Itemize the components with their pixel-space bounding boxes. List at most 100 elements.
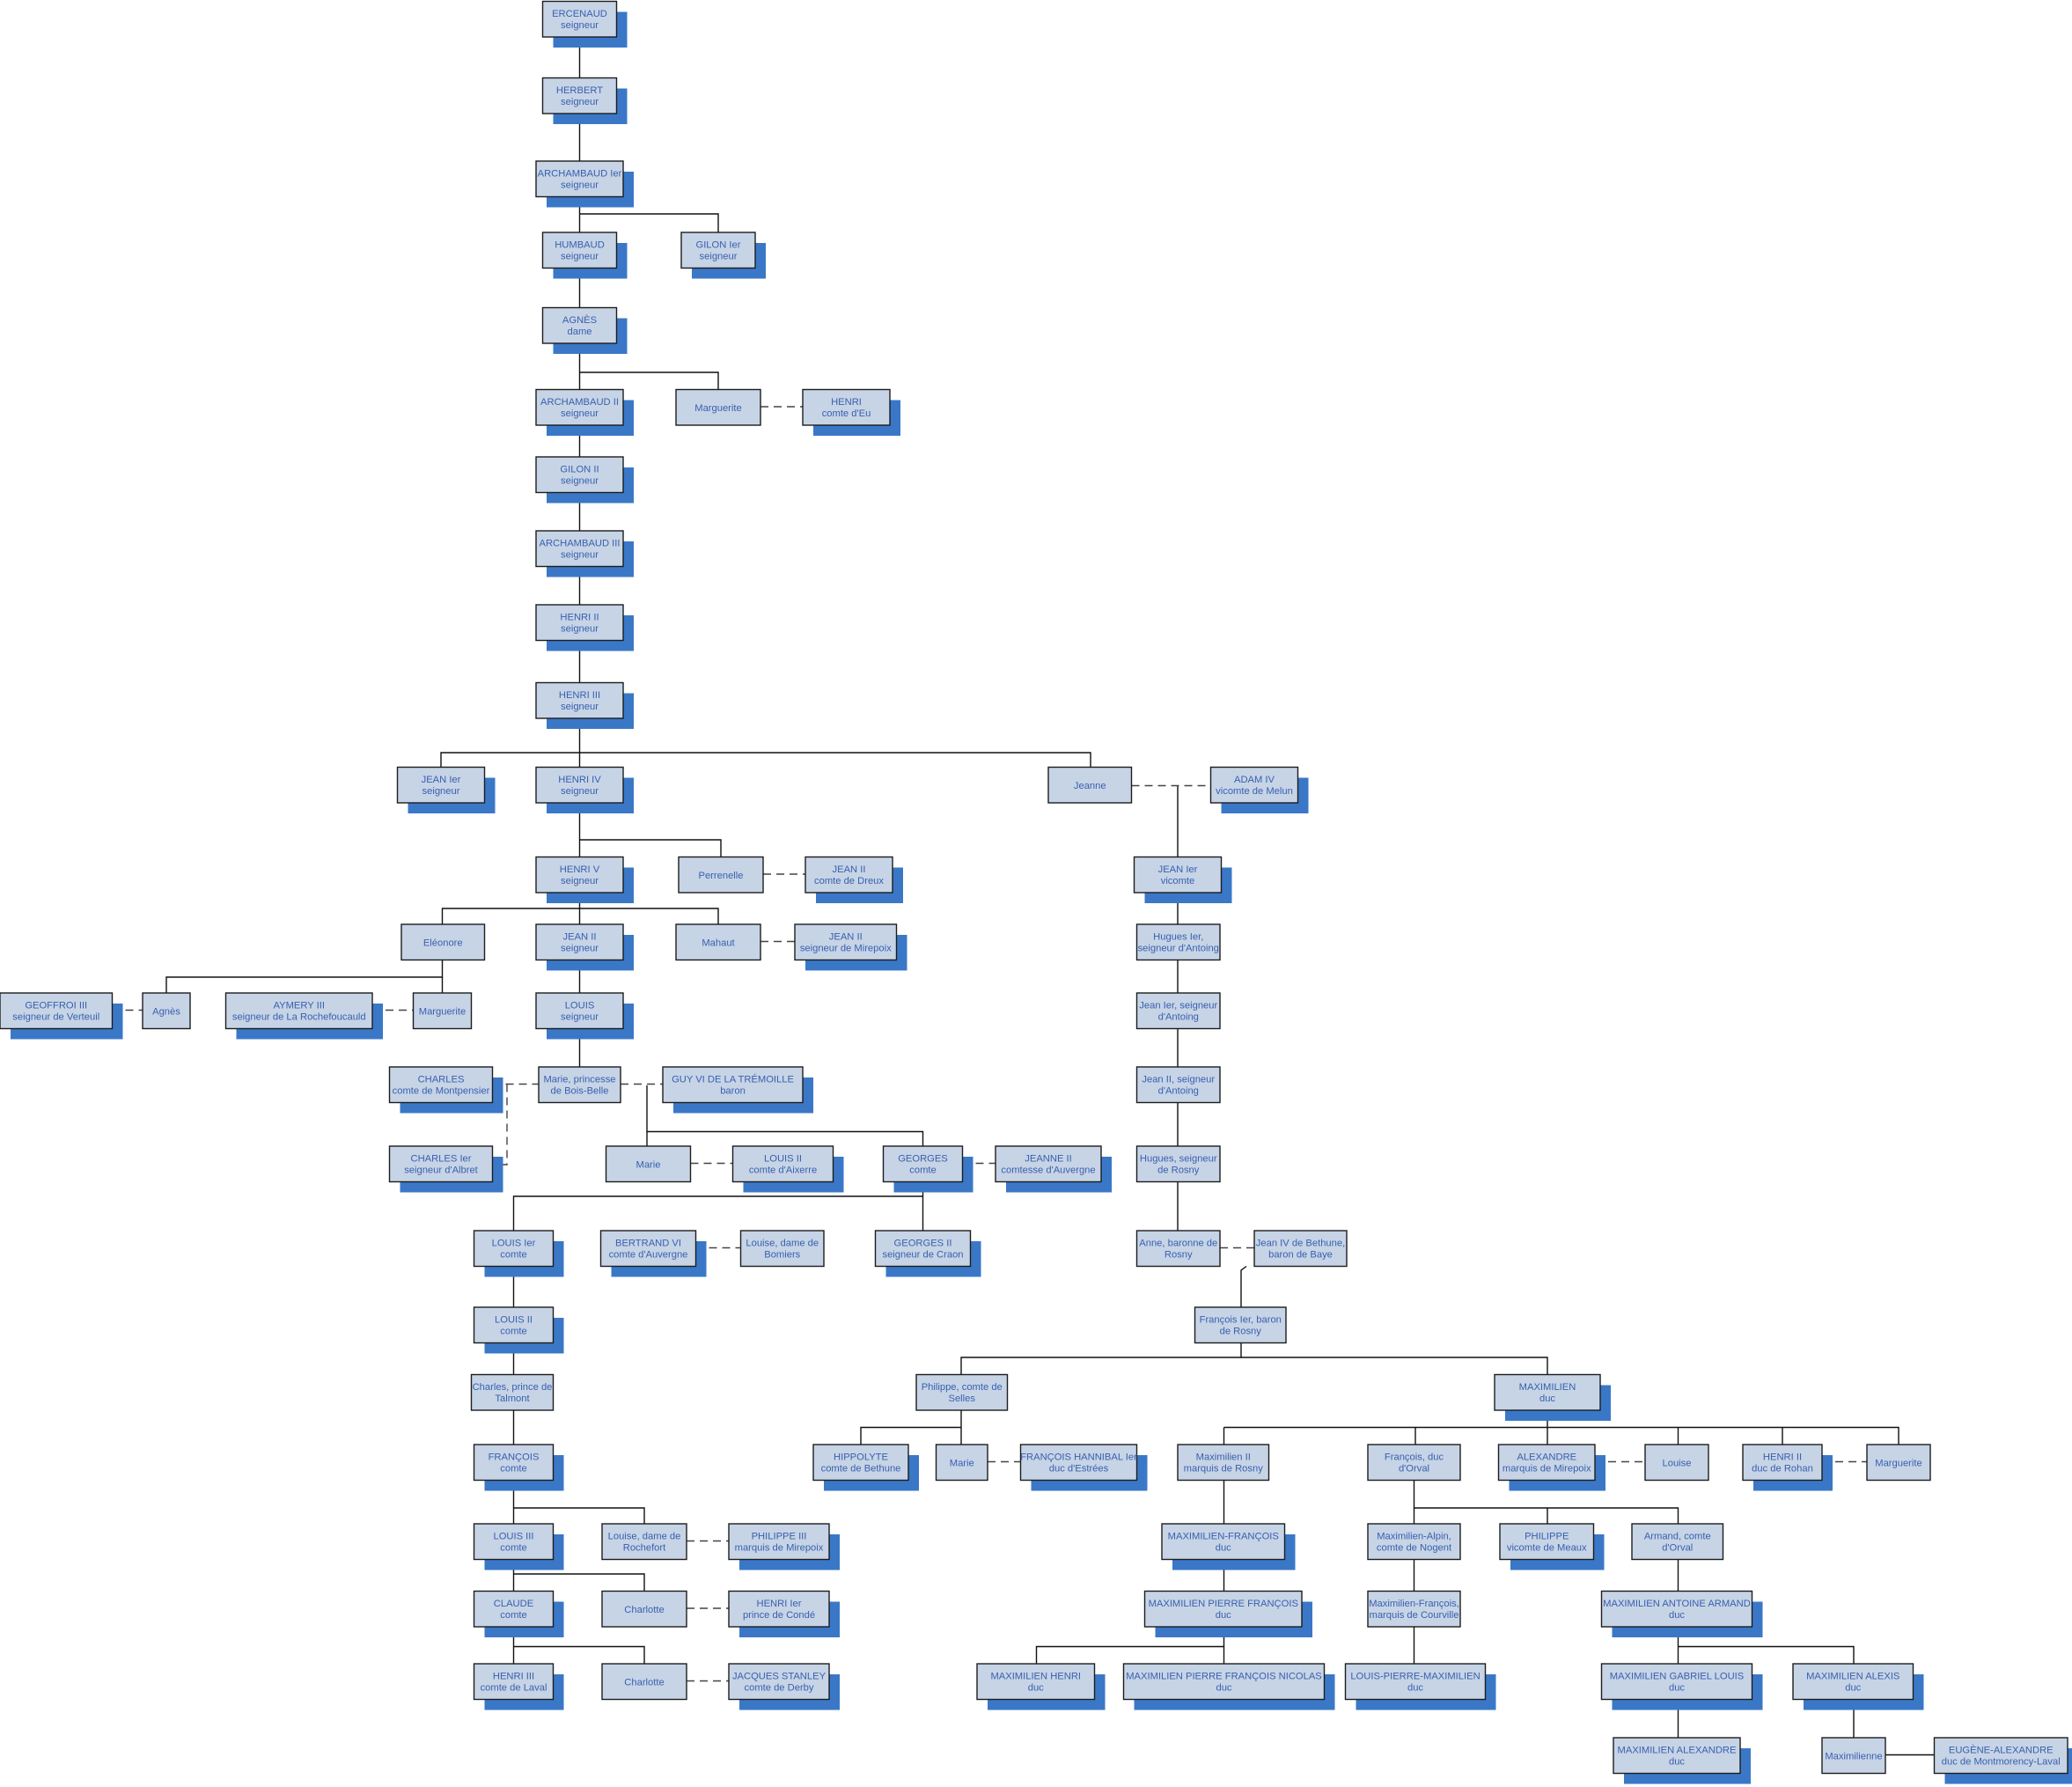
person-title: seigneur: [561, 549, 599, 560]
node-box: [678, 856, 764, 894]
person-title: dame: [568, 327, 592, 337]
person-perrenelle[interactable]: Perrenelle: [678, 856, 764, 894]
person-title: comte de Montpensier: [393, 1085, 490, 1096]
person-louise3[interactable]: Louise: [1644, 1444, 1709, 1482]
person-marie3[interactable]: Marie: [935, 1444, 988, 1482]
person-mahaut[interactable]: Mahaut: [675, 923, 761, 961]
person-marguerite3[interactable]: Marguerite: [1866, 1444, 1931, 1482]
person-charlotte1[interactable]: Charlotte: [601, 1590, 687, 1628]
person-eleonore[interactable]: Eléonore: [400, 923, 486, 961]
person-jean4_bethune[interactable]: Jean IV de Bethune,baron de Baye: [1253, 1230, 1348, 1268]
node-box: [412, 992, 473, 1030]
node-box: [142, 992, 191, 1030]
person-hugues1[interactable]: Hugues Ier,seigneur d'Antoing: [1135, 923, 1221, 961]
person-name: ARCHAMBAUD III: [540, 538, 621, 548]
person-name: Marguerite: [1875, 1458, 1921, 1468]
node-box: [812, 1444, 909, 1482]
person-marguerite2[interactable]: Marguerite: [412, 992, 473, 1030]
person-maximilienne[interactable]: Maximilienne: [1821, 1737, 1886, 1775]
person-max_alpin[interactable]: Maximilien-Alpin,comte de Nogent: [1367, 1523, 1461, 1561]
person-max_francois_courville[interactable]: Maximilien-François,marquis de Courville: [1367, 1590, 1461, 1628]
person-marie2[interactable]: Marie: [605, 1145, 692, 1183]
person-agnes2[interactable]: Agnès: [142, 992, 191, 1030]
person-marguerite1[interactable]: Marguerite: [675, 388, 761, 426]
person-title: Talmont: [495, 1394, 530, 1404]
node-box: [1143, 1590, 1303, 1628]
person-jeanne[interactable]: Jeanne: [1047, 766, 1133, 804]
person-title: de Rosny: [1157, 1165, 1200, 1175]
person-charlotte2[interactable]: Charlotte: [601, 1663, 687, 1701]
